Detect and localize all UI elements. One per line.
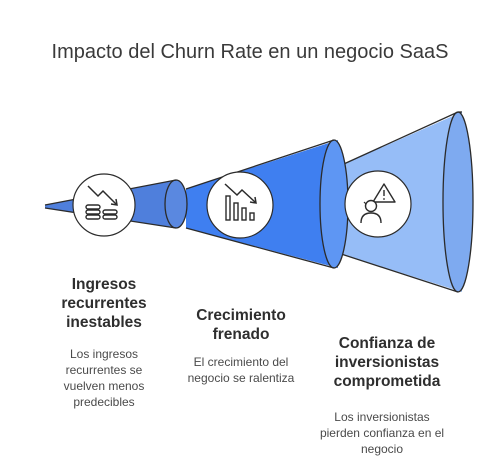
declining-chart-coins-icon [72,173,136,237]
declining-bar-chart-icon [206,171,274,239]
stage-1-heading: Ingresos recurrentes inestables [61,276,147,331]
stage-2-heading: Crecimiento frenado [196,307,286,343]
page-title: Impacto del Churn Rate en un negocio Saa… [51,41,449,63]
cone-small-mouth [164,179,188,229]
stage-1-description: Los ingresos recurrentes se vuelven meno… [63,347,145,409]
investor-warning-icon [344,170,412,238]
stage-3-heading: Confianza de inversionistas comprometida [333,335,441,390]
stage-2-description: El crecimiento del negocio se ralentiza [187,355,295,385]
cone-medium-mouth [319,139,349,269]
cone-large-mouth [442,111,474,293]
stage-3-description: Los inversionistas pierden confianza en … [319,410,445,456]
